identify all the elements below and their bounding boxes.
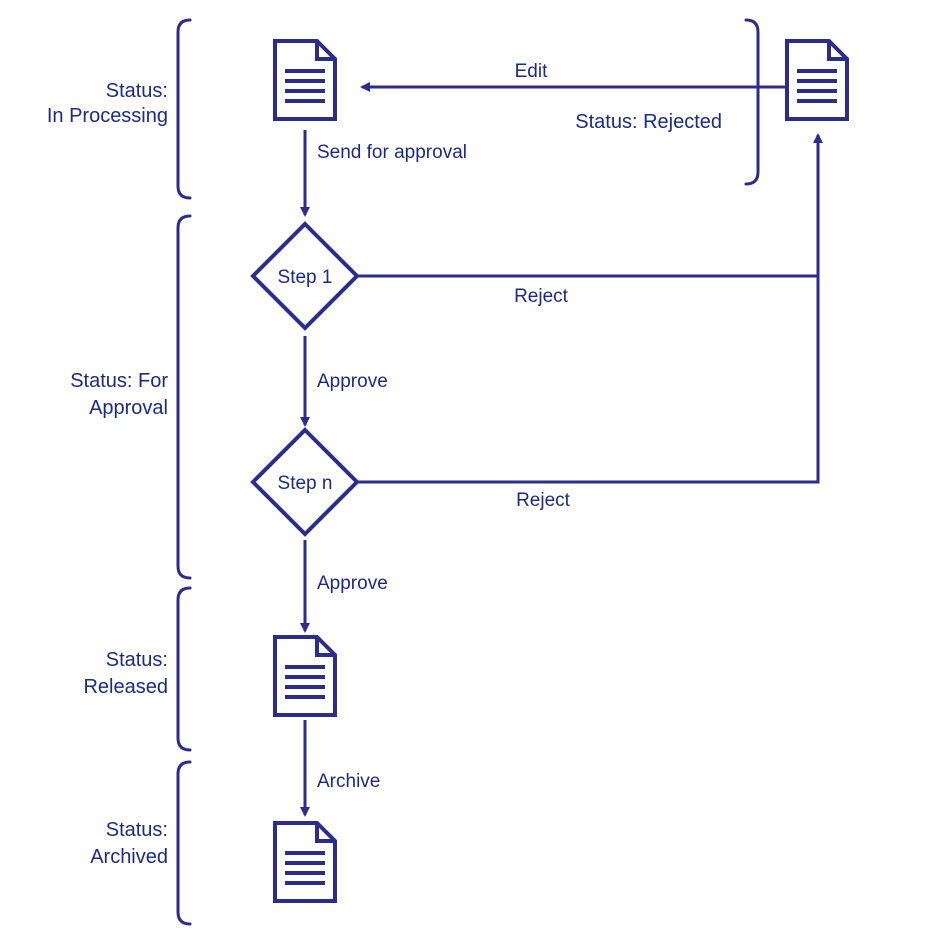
send-for-approval-label: Send for approval — [317, 142, 467, 163]
status-rejected-label: Status: Rejected — [575, 111, 722, 133]
document-icon-released — [273, 635, 337, 717]
status-archived-line2: Archived — [90, 846, 168, 868]
reject-line-n — [358, 133, 823, 484]
archive-label: Archive — [317, 771, 380, 792]
bracket-released — [176, 586, 192, 752]
step-1-label: Step 1 — [278, 267, 333, 288]
bracket-rejected — [744, 18, 760, 186]
status-released-line1: Status: — [106, 649, 168, 671]
step-n-label: Step n — [278, 473, 333, 494]
status-released-line2: Released — [83, 676, 168, 698]
document-icon-in-processing — [273, 39, 337, 121]
bracket-for-approval — [176, 214, 192, 580]
diamond-icon-step-1 — [250, 221, 360, 331]
status-archived-line1: Status: — [106, 819, 168, 841]
status-in-processing-line2: In Processing — [47, 105, 168, 127]
diamond-icon-step-n — [250, 427, 360, 537]
document-icon-rejected — [785, 39, 849, 121]
status-for-approval-line1: Status: For — [70, 370, 168, 392]
status-in-processing-line1: Status: — [106, 80, 168, 102]
bracket-in-processing — [176, 18, 192, 200]
approve-label-1: Approve — [317, 371, 388, 392]
edit-label: Edit — [515, 61, 548, 82]
document-icon-archived — [273, 821, 337, 903]
approve-label-n: Approve — [317, 573, 388, 594]
status-for-approval-line2: Approval — [89, 397, 168, 419]
bracket-archived — [176, 760, 192, 926]
reject-label-n: Reject — [516, 490, 571, 511]
reject-label-1: Reject — [514, 286, 569, 307]
